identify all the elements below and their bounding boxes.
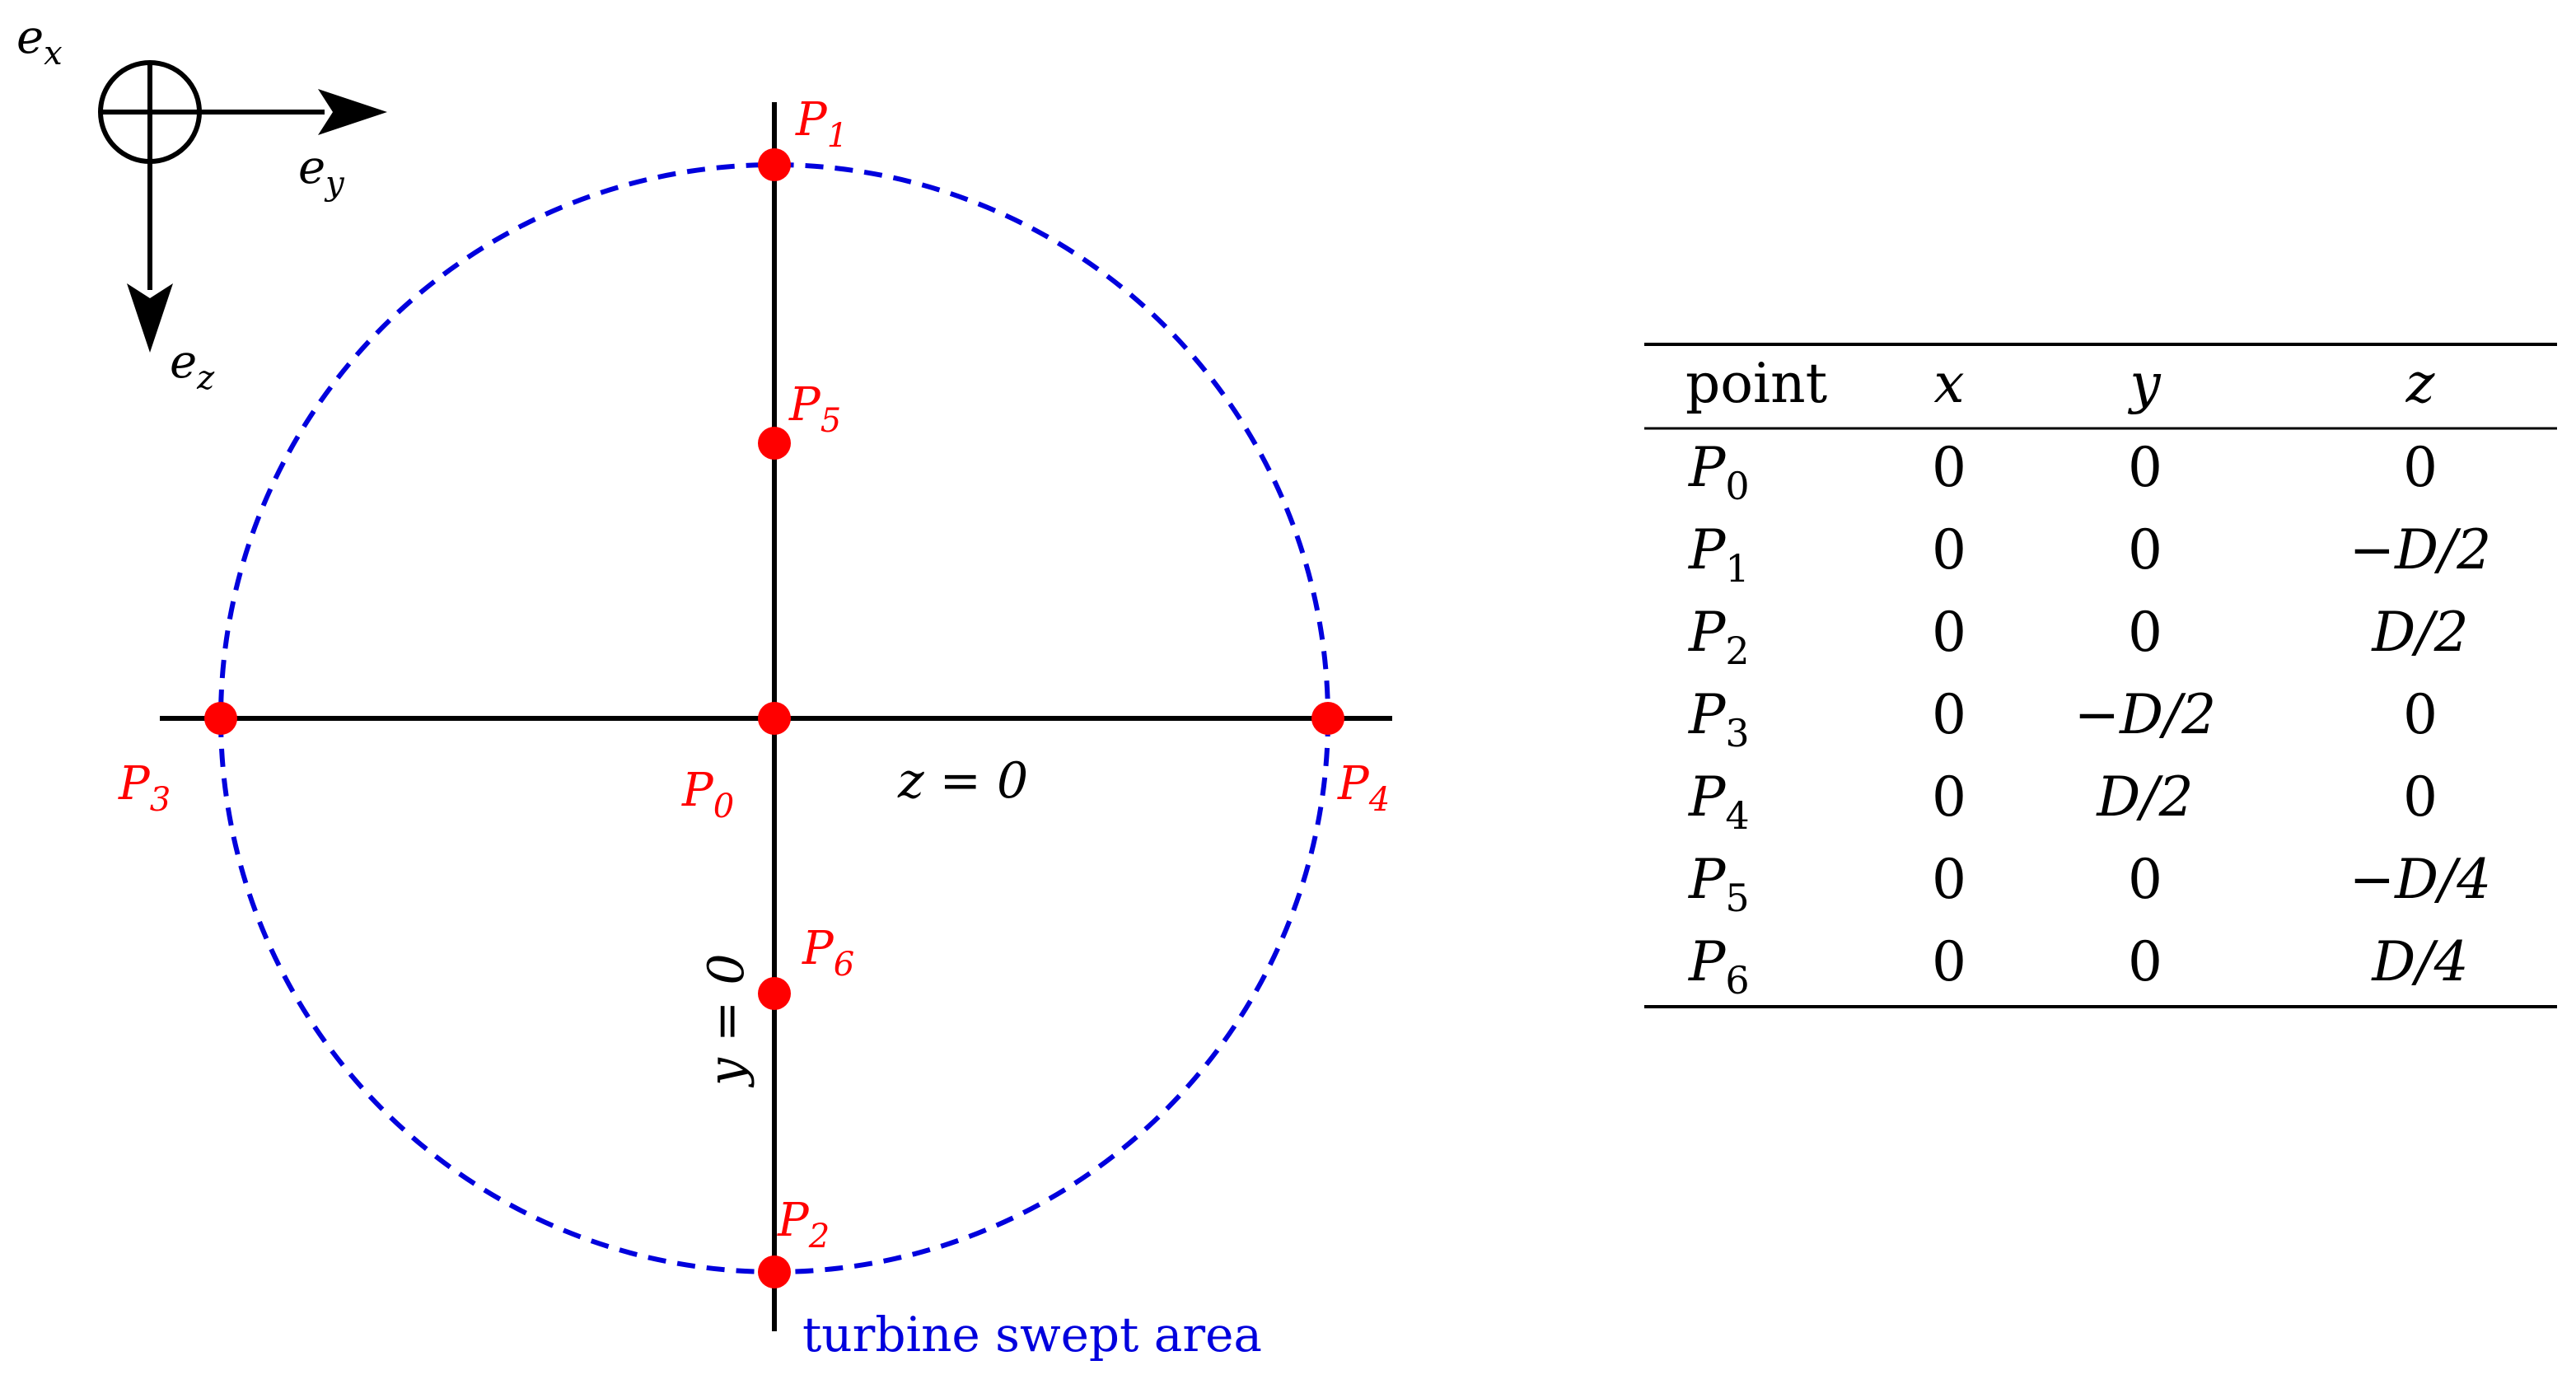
point-p3-marker xyxy=(204,702,237,735)
point-p6-marker xyxy=(758,977,791,1010)
table-header-y: y xyxy=(2127,352,2161,415)
point-labels: P0 P1 P2 P3 P4 P5 P6 xyxy=(118,93,1390,1255)
ey-label: ey xyxy=(298,141,345,203)
table-row: P0 0 0 0 xyxy=(1688,436,2438,508)
table-cell-y: 0 xyxy=(2128,848,2162,911)
table-row: P6 0 0 D/4 xyxy=(1688,930,2469,1003)
table-cell-x: 0 xyxy=(1932,518,1966,582)
point-p2-label: P2 xyxy=(777,1194,830,1255)
table-cell-y: D/2 xyxy=(2096,765,2193,829)
table-cell-y: 0 xyxy=(2128,518,2162,582)
table-row: P3 0 −D/2 0 xyxy=(1688,683,2438,755)
table-cell-z: 0 xyxy=(2403,765,2438,829)
table-cell-point: P0 xyxy=(1688,436,1750,508)
table-cell-y: 0 xyxy=(2128,601,2162,664)
point-p5-label: P5 xyxy=(788,378,841,440)
table-cell-z: 0 xyxy=(2403,683,2438,746)
table-cell-z: −D/4 xyxy=(2349,848,2491,911)
point-p2-marker xyxy=(758,1255,791,1288)
table-cell-point: P5 xyxy=(1688,848,1750,920)
table-cell-z: −D/2 xyxy=(2349,518,2491,582)
table-cell-point: P3 xyxy=(1688,683,1750,755)
table-cell-y: 0 xyxy=(2128,930,2162,994)
point-p5-marker xyxy=(758,427,791,460)
point-p1-marker xyxy=(758,148,791,181)
table-row: P5 0 0 −D/4 xyxy=(1688,848,2491,920)
point-p0-label: P0 xyxy=(681,764,734,825)
turbine-swept-area-label: turbine swept area xyxy=(802,1307,1262,1363)
table-cell-z: D/2 xyxy=(2371,601,2468,664)
table-cell-y: 0 xyxy=(2128,436,2162,499)
ez-arrowhead xyxy=(127,283,173,353)
table-cell-point: P6 xyxy=(1688,930,1750,1003)
table-cell-z: 0 xyxy=(2403,436,2438,499)
table-cell-point: P1 xyxy=(1688,518,1750,591)
point-p3-label: P3 xyxy=(118,757,171,819)
table-cell-x: 0 xyxy=(1932,436,1966,499)
y-equals-zero-label: y = 0 xyxy=(698,954,755,1089)
table-cell-x: 0 xyxy=(1932,683,1966,746)
table-cell-z: D/4 xyxy=(2371,930,2468,994)
table-row: P2 0 0 D/2 xyxy=(1688,601,2469,673)
table-row: P4 0 D/2 0 xyxy=(1688,765,2438,838)
table-header-x: x xyxy=(1933,352,1964,415)
point-p1-label: P1 xyxy=(795,93,848,155)
table-header-point: point xyxy=(1685,352,1827,415)
table-header-z: z xyxy=(2405,352,2436,415)
table-cell-point: P2 xyxy=(1688,601,1750,673)
table-cell-x: 0 xyxy=(1932,930,1966,994)
ex-label: ex xyxy=(16,11,63,72)
coordinate-frame: ex ey ez xyxy=(16,11,387,397)
point-markers xyxy=(204,148,1344,1288)
table-row: P1 0 0 −D/2 xyxy=(1688,518,2491,591)
z-equals-zero-label: z = 0 xyxy=(897,752,1028,810)
point-p0-marker xyxy=(758,702,791,735)
ez-label: ez xyxy=(170,335,215,397)
table-cell-x: 0 xyxy=(1932,601,1966,664)
point-p4-marker xyxy=(1311,702,1344,735)
point-p4-label: P4 xyxy=(1337,757,1390,819)
table-cell-y: −D/2 xyxy=(2074,683,2216,746)
ey-arrowhead xyxy=(318,89,387,135)
table-cell-x: 0 xyxy=(1932,848,1966,911)
table-cell-x: 0 xyxy=(1932,765,1966,829)
table-cell-point: P4 xyxy=(1688,765,1750,838)
point-p6-label: P6 xyxy=(802,922,854,984)
